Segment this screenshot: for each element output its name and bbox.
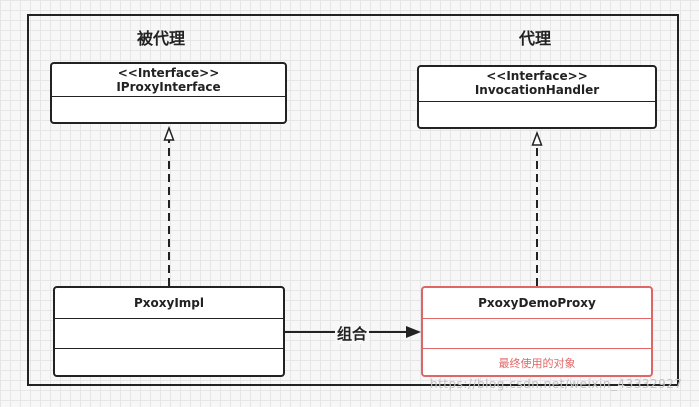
title-proxied: 被代理 [137,29,186,48]
pxoxy-impl-methods [55,348,283,375]
pxoxy-impl-box[interactable]: PxoxyImpl [53,286,285,377]
iproxy-name: IProxyInterface [116,80,221,94]
realization-arrowhead-right [531,130,543,146]
pxoxy-demo-proxy-name: PxoxyDemoProxy [478,296,596,310]
realization-arrowhead-left [163,125,175,141]
pxoxy-impl-name: PxoxyImpl [133,296,204,310]
pxoxy-impl-attributes [55,318,283,348]
iproxy-stereotype: <<Interface>> [117,66,220,80]
iproxy-body [52,96,285,122]
invocation-body [419,101,655,127]
invocation-stereotype: <<Interface>> [486,69,588,83]
iproxy-interface-box[interactable]: <<Interface>> IProxyInterface [50,62,287,124]
title-proxy: 代理 [519,29,552,48]
pxoxy-demo-proxy-box[interactable]: PxoxyDemoProxy 最终使用的对象 [421,286,653,377]
association-label: 组合 [335,323,370,344]
invocation-name: InvocationHandler [474,83,600,97]
watermark-text: https://blog.csdn.net/weixin_43332927 [430,377,683,391]
diagram-frame [27,14,679,386]
association-arrowhead [406,326,421,338]
pxoxy-demo-proxy-attributes [423,318,651,348]
invocation-handler-box[interactable]: <<Interface>> InvocationHandler [417,65,657,129]
pxoxy-demo-proxy-note: 最终使用的对象 [423,348,651,375]
